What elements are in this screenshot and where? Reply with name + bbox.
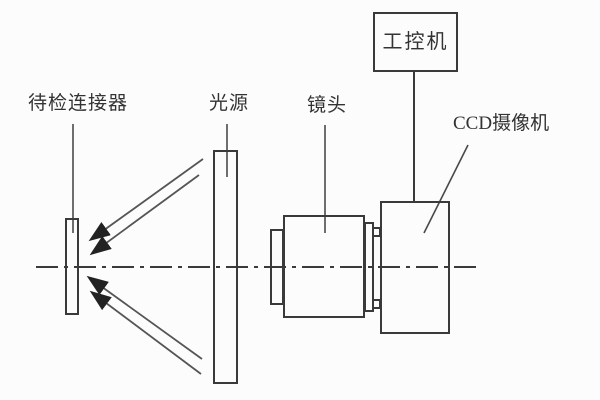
industrial-pc-label: 工控机 <box>382 31 449 53</box>
light-ray-arrow-lower-2 <box>89 290 202 375</box>
ccd-camera-leader-line <box>423 144 469 234</box>
light-ray-arrow-upper-2 <box>89 174 200 256</box>
connector-label: 待检连接器 <box>28 93 129 114</box>
lens-label: 镜头 <box>307 95 348 116</box>
lens-front-flange-shape <box>270 229 284 305</box>
ccd-camera-shape <box>380 201 450 334</box>
light-source-label: 光源 <box>209 93 250 114</box>
industrial-pc-shape <box>373 12 458 72</box>
connector-under-test-shape <box>65 218 79 315</box>
lens-rear-flange-shape <box>364 222 374 312</box>
light-ray-arrow-upper-1 <box>88 158 204 242</box>
light-ray-arrow-lower-1 <box>86 275 203 360</box>
lens-barrel-shape <box>283 215 365 318</box>
ccd-camera-label: CCD摄像机 <box>453 113 550 134</box>
light-source-panel-shape <box>213 150 238 384</box>
